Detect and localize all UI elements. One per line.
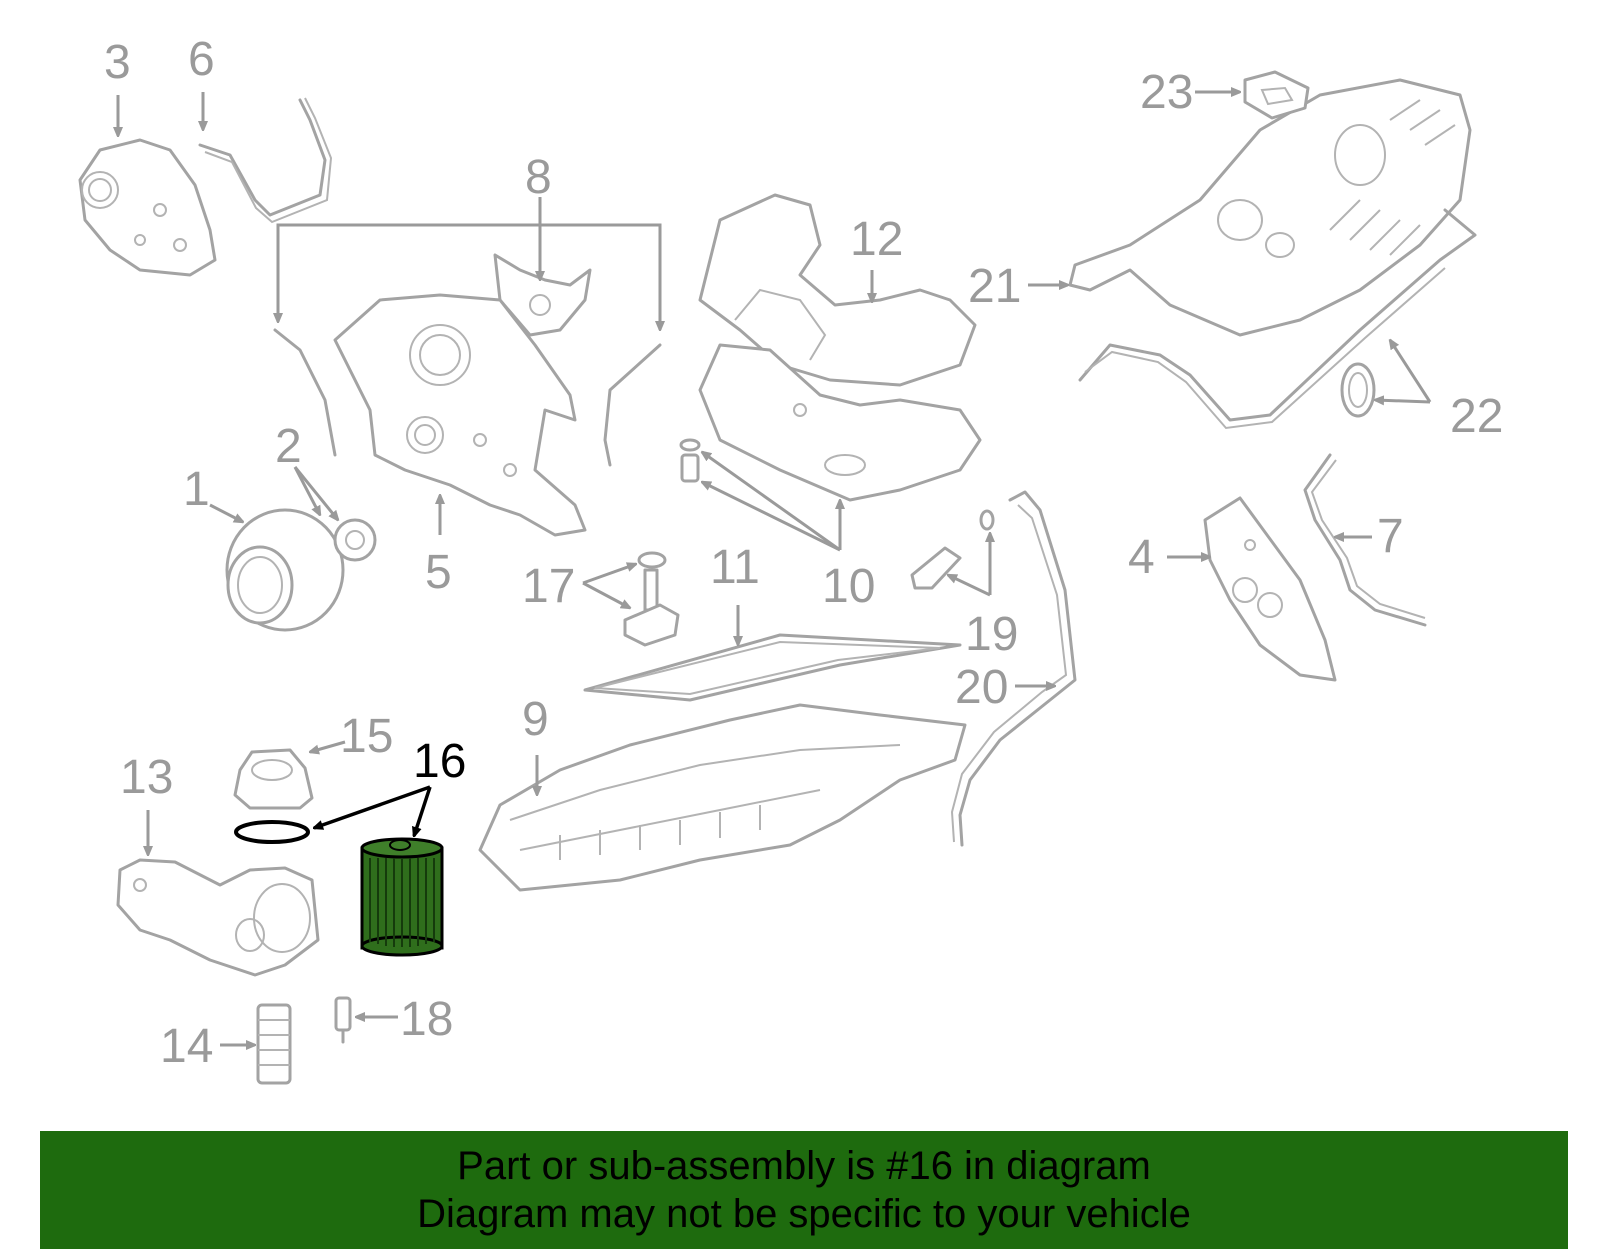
part-16-o-ring[interactable] — [234, 820, 310, 844]
part-3-timing-cover[interactable] — [78, 138, 217, 277]
part-12-upper-oil-pan[interactable] — [698, 193, 977, 387]
callout-11: 11 — [710, 541, 760, 594]
part-10-oil-pan[interactable] — [698, 343, 982, 502]
part-20-dipstick-tube[interactable] — [958, 490, 1077, 847]
part-15-oil-filter-cap[interactable] — [233, 748, 314, 810]
part-22-valve-cover-gasket[interactable] — [1078, 208, 1477, 430]
part-19-sensor[interactable] — [910, 509, 995, 590]
callout-15: 15 — [340, 710, 393, 763]
callout-8: 8 — [525, 151, 552, 204]
callout-12: 12 — [850, 213, 903, 266]
callout-7: 7 — [1377, 510, 1404, 563]
callout-16: 16 — [413, 735, 466, 788]
part-2-seal[interactable] — [333, 518, 377, 562]
callout-4: 4 — [1128, 531, 1155, 584]
part-23-oil-filler-cap[interactable] — [1243, 70, 1310, 120]
part-4-cover[interactable] — [1203, 496, 1337, 682]
part-6-gasket[interactable] — [198, 97, 333, 224]
callout-23: 23 — [1140, 66, 1193, 119]
part-18-valve[interactable] — [334, 996, 352, 1044]
part-5-left-gasket[interactable] — [273, 328, 337, 457]
callout-22: 22 — [1450, 390, 1503, 443]
parts-diagram: 3 6 8 12 23 21 22 1 2 5 17 11 10 19 20 4… — [78, 33, 1503, 1085]
callout-14: 14 — [160, 1020, 213, 1073]
part-16-oil-filter-element[interactable] — [360, 837, 444, 957]
part-13-oil-filter-housing[interactable] — [116, 858, 320, 977]
leader-lines — [118, 92, 1432, 1045]
callout-3: 3 — [104, 36, 131, 89]
part-9-lower-oil-pan[interactable] — [478, 703, 967, 892]
callout-10: 10 — [822, 560, 875, 613]
part-7-gasket[interactable] — [1303, 453, 1427, 627]
part-info-banner: Part or sub-assembly is #16 in diagram D… — [40, 1131, 1568, 1249]
part-5-engine-front-cover[interactable] — [333, 293, 587, 537]
callout-21: 21 — [968, 260, 1021, 313]
banner-line-part-number: Part or sub-assembly is #16 in diagram — [457, 1144, 1151, 1188]
callout-17: 17 — [522, 560, 575, 613]
callout-19: 19 — [965, 608, 1018, 661]
callout-6: 6 — [188, 33, 215, 86]
callout-2: 2 — [275, 420, 302, 473]
callout-9: 9 — [522, 693, 549, 746]
banner-line-disclaimer: Diagram may not be specific to your vehi… — [417, 1192, 1191, 1236]
part-10-drain-plug[interactable] — [679, 438, 701, 483]
part-21-valve-cover[interactable] — [1068, 78, 1472, 337]
callout-18: 18 — [400, 993, 453, 1046]
callout-5: 5 — [425, 546, 452, 599]
part-5-right-gasket[interactable] — [603, 343, 662, 467]
callout-20: 20 — [955, 661, 1008, 714]
part-11-oil-pan-gasket[interactable] — [583, 633, 962, 702]
part-17-oil-level-sensor[interactable] — [623, 551, 680, 647]
callout-13: 13 — [120, 751, 173, 804]
part-1-crankshaft-pulley[interactable] — [225, 508, 345, 632]
callout-1: 1 — [183, 463, 210, 516]
part-14-filter-element[interactable] — [256, 1003, 292, 1085]
